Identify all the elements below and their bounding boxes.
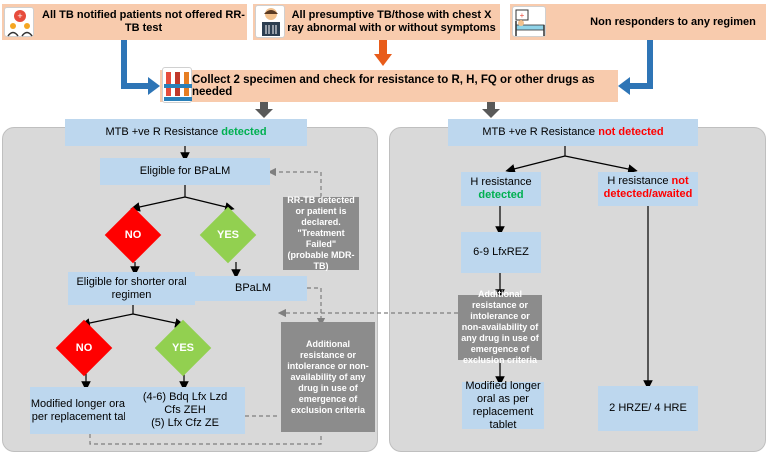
svg-text:+: + xyxy=(520,11,525,20)
additional-resistance-note-left: Additional resistance or intolerance or … xyxy=(281,322,375,432)
lfxrez-box: 6-9 LfxREZ xyxy=(461,232,541,273)
h-resistance-detected-box: H resistance detected xyxy=(461,172,541,206)
header-box-presumptive: All presumptive TB/those with chest X ra… xyxy=(253,4,500,40)
header-box-non-responders: Non responders to any regimen xyxy=(510,4,766,40)
shorter-regimen-box: (4-6) Bdq Lfx Lzd Cfs ZEH (5) Lfx Cfz ZE xyxy=(125,387,245,434)
bpalm-box: BPaLM xyxy=(195,276,307,301)
eligible-bpalm-box: Eligible for BPaLM xyxy=(100,158,270,185)
collect-specimen-box: Collect 2 specimen and check for resista… xyxy=(160,70,618,102)
mtb-r-detected-box: MTB +ve R Resistance detected xyxy=(65,119,307,146)
patients-icon: + xyxy=(4,7,34,37)
h-resistance-not-detected-box: H resistance not detected/awaited xyxy=(598,172,698,206)
no-label-1: NO xyxy=(124,229,142,241)
doctor-xray-icon xyxy=(255,5,285,38)
svg-text:+: + xyxy=(17,11,22,21)
modified-longer-right-box: Modified longer oral as per replacement … xyxy=(462,380,544,431)
mtb-r-not-detected-box: MTB +ve R Resistance not detected xyxy=(448,119,698,146)
yes-label-2: YES xyxy=(171,342,194,354)
no-label-2: NO xyxy=(75,342,93,354)
hospital-bed-icon: + xyxy=(512,6,546,37)
additional-resistance-note-right: Additional resistance or intolerance or … xyxy=(458,289,542,365)
modified-longer-left-box: Modified longer oral as per replacement … xyxy=(30,387,143,434)
yes-label-1: YES xyxy=(216,229,239,241)
hrze-box: 2 HRZE/ 4 HRE xyxy=(598,386,698,431)
eligible-shorter-box: Eligible for shorter oral regimen xyxy=(68,272,195,305)
test-tubes-icon xyxy=(162,67,192,103)
header-box-not-offered: All TB notified patients not offered RR-… xyxy=(2,4,247,40)
right-panel xyxy=(389,127,766,452)
rr-tb-note: RR-TB detected or patient is declared. "… xyxy=(283,195,359,271)
